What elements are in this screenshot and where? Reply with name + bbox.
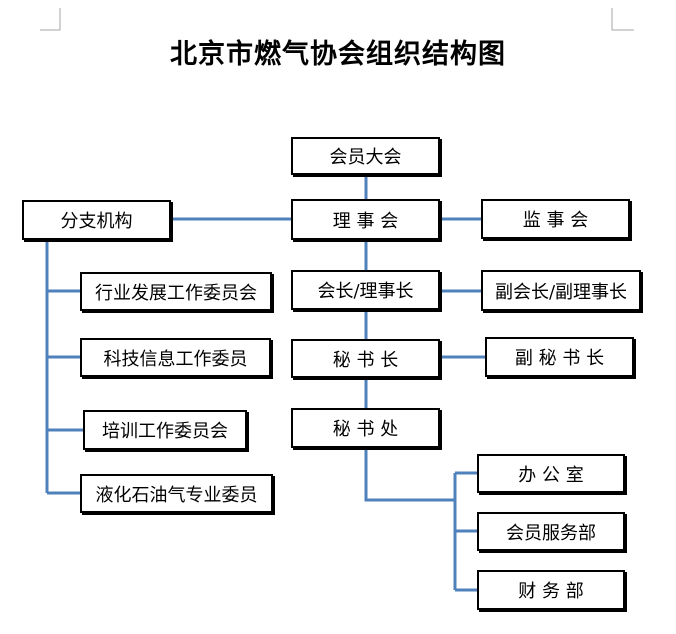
node-secretary-general: 秘 书 长: [291, 339, 440, 378]
branch-committee: 液化石油气专业委员: [80, 474, 273, 513]
node-branches: 分支机构: [22, 200, 171, 240]
department-member-services: 会员服务部: [477, 512, 625, 551]
node-deputy-secretary-general: 副 秘 书 长: [485, 337, 634, 377]
branch-committee: 行业发展工作委员会: [80, 272, 272, 311]
page-title: 北京市燃气协会组织结构图: [170, 39, 506, 70]
node-council: 理 事 会: [291, 199, 440, 240]
branch-committee: 科技信息工作委员: [80, 338, 271, 377]
node-secretariat: 秘 书 处: [291, 408, 440, 448]
department-finance: 财 务 部: [477, 570, 625, 610]
node-president: 会长/理事长: [291, 270, 440, 310]
node-supervisors: 监 事 会: [481, 199, 630, 239]
branch-committee: 培训工作委员会: [83, 410, 247, 450]
node-vice-president: 副会长/副理事长: [481, 270, 641, 311]
department-office: 办 公 室: [477, 454, 625, 493]
node-members-assembly: 会员大会: [291, 137, 440, 175]
